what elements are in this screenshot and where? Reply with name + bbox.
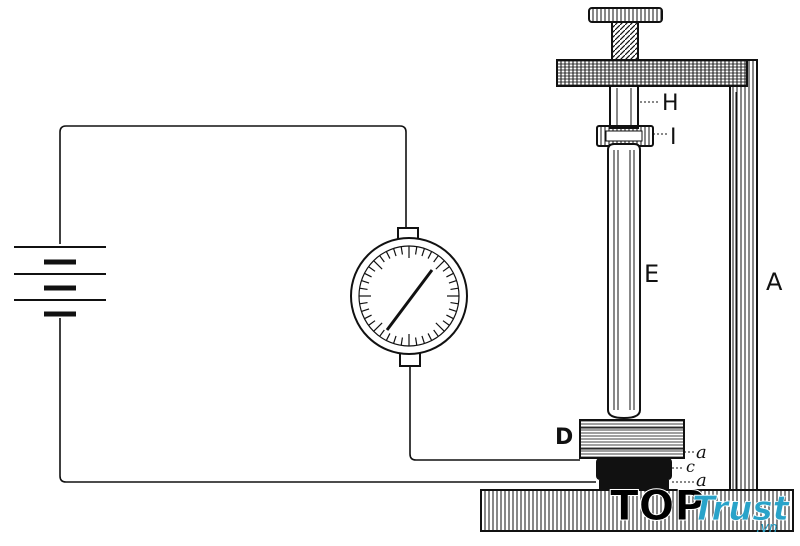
scale-tick xyxy=(435,260,445,270)
scale-tick xyxy=(359,287,368,291)
watermark-trust: Trust xyxy=(692,489,791,529)
label-e: E xyxy=(644,260,659,288)
scale-tick xyxy=(364,272,372,278)
rod-h xyxy=(609,85,639,129)
watermark-top: TOP xyxy=(610,481,705,530)
scale-tick xyxy=(427,333,433,341)
scale-tick xyxy=(385,333,391,341)
scale-tick xyxy=(421,335,426,344)
scale-tick xyxy=(446,314,454,320)
block-d xyxy=(579,419,685,459)
scale-tick xyxy=(392,248,397,257)
scale-tick xyxy=(359,301,368,305)
scale-tick xyxy=(427,251,433,259)
galvanometer-needle xyxy=(385,269,434,331)
scale-tick xyxy=(385,251,391,259)
scale-tick xyxy=(379,255,385,263)
battery xyxy=(14,246,106,317)
label-a: A xyxy=(766,268,783,296)
stand-frame-a xyxy=(556,59,758,491)
watermark-vn: .vn xyxy=(756,520,778,536)
scale-tick xyxy=(435,322,445,332)
scale-tick xyxy=(421,248,426,257)
scale-tick xyxy=(373,322,383,332)
scale-tick xyxy=(368,266,376,272)
scale-tick xyxy=(450,301,459,305)
scale-tick xyxy=(400,246,404,255)
label-a-lower: a xyxy=(696,470,707,491)
scale-tick xyxy=(414,337,418,346)
base-plate xyxy=(480,489,794,532)
scale-tick xyxy=(433,255,439,263)
label-d: D xyxy=(555,425,573,450)
galvanometer xyxy=(350,227,468,367)
sample-c xyxy=(596,458,672,490)
circuit-wires xyxy=(59,125,596,483)
leader-lines xyxy=(640,101,694,483)
scale-tick xyxy=(379,329,385,337)
scale-tick xyxy=(368,320,376,326)
galvanometer-scale xyxy=(359,246,459,346)
scale-tick xyxy=(392,335,397,344)
scale-tick xyxy=(450,287,459,291)
scale-tick xyxy=(373,260,383,270)
scale-tick xyxy=(448,279,457,284)
scale-tick xyxy=(442,320,450,326)
scale-tick xyxy=(442,266,450,272)
scale-tick xyxy=(446,272,454,278)
watermark-logo: TOP Trust .vn xyxy=(610,481,792,537)
label-h: H xyxy=(662,91,679,116)
scale-tick xyxy=(361,308,370,313)
scale-tick xyxy=(448,308,457,313)
adjusting-screw xyxy=(588,7,663,61)
label-c: c xyxy=(686,457,695,476)
rod-e xyxy=(607,143,641,420)
scale-tick xyxy=(433,329,439,337)
scale-tick xyxy=(364,314,372,320)
scale-tick xyxy=(400,337,404,346)
label-a-upper: a xyxy=(696,442,707,463)
scale-tick xyxy=(361,279,370,284)
scale-tick xyxy=(414,246,418,255)
label-i: I xyxy=(670,125,677,150)
